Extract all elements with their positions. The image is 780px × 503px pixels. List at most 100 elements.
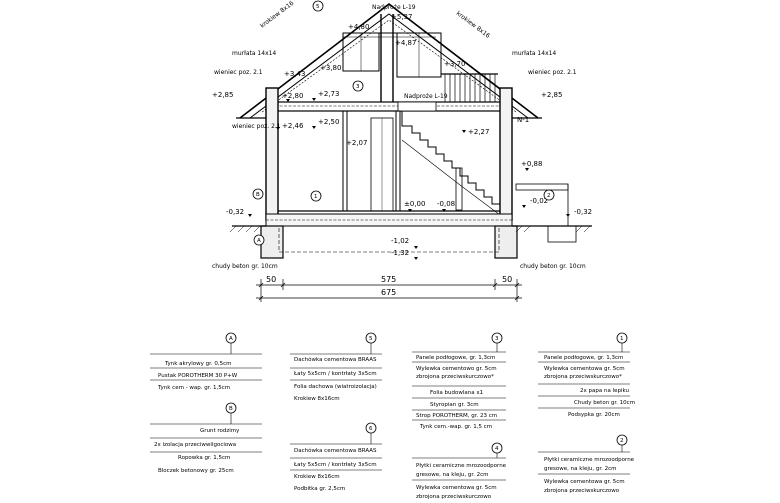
level-eave-right: +2,85 [541,91,562,99]
level-stair-mid: +2,07 [346,139,367,147]
level-top-left: +4,80 [348,23,369,31]
level-top-mid: +4,87 [395,39,416,47]
legend-mark: 1 [620,336,624,342]
label-krokiew-left: krokiew 8x16 [259,0,295,30]
label-murlata-left: murłata 14x14 [232,50,276,57]
legend-mark: 5 [369,336,373,342]
dim-675: 675 [381,288,396,297]
staircase [401,111,501,216]
legend-line: Dachówka cementowa BRAAS [294,447,377,454]
legend-item-B: B Grunt rodzimy 2x izolacja przeciwwilgo… [150,402,262,474]
legend-line: Ropowka gr. 1,5cm [178,455,230,461]
ceiling-slab [265,101,513,112]
marker-2: 2 [547,193,551,199]
legend-line: gresowe, na kleju, gr. 2cm [544,466,616,472]
level-ceiling-b: +2,73 [318,90,339,98]
level-found-a: -1,02 [391,237,409,245]
ground-hatch [229,225,591,233]
legend-line: Krokiew 8x16cm [294,396,340,402]
label-chudy-right: chudy beton gr. 10cm [520,263,586,270]
level-ceiling-c: +2,46 [282,122,304,130]
legend-line: Dachówka cementowa BRAAS [294,356,377,363]
legend-mark: 2 [620,438,624,444]
dim-575: 575 [381,275,396,284]
level-ground-left: -0,32 [226,208,244,216]
level-floor: ±0,00 [404,200,425,208]
legend-item-6: 6 Dachówka cementowa BRAAS Łaty 5x5cm / … [290,422,382,492]
legend-line: Styropian gr. 3cm [430,402,479,408]
level-ceiling-a: +2,80 [282,92,303,100]
legend-line: Folia budowlana x1 [430,390,483,396]
label-nadproze-mid: Nadproże L-19 [404,93,448,100]
legend-line: Łaty 5x5cm / kontrłaty 3x5cm [293,371,377,377]
label-nadproze-top: Nadproże L-19 [372,4,416,11]
legend-line: Bloczek betonowy gr. 25cm [158,468,234,474]
legend-item-4: 4 Płytki ceramiczne mrozoodporne gresowe… [412,442,507,500]
legend-line: Łaty 5x5cm / kontrłaty 3x5cm [293,462,377,468]
level-attic-left: +3,80 [320,64,341,72]
legend: A Tynk akrylowy gr. 0,5cm Pustak POROTHE… [150,332,635,500]
walls [265,87,513,221]
legend-item-2: 2 Płytki ceramiczne mrozoodporne gresowe… [538,434,635,494]
legend-line: Wylewka cementowa gr. 5cm [544,479,625,485]
level-found-b: -1,32 [391,249,409,257]
marker-3: 3 [356,84,360,90]
label-wieniec-mid: wieniec poz. 2.1 [232,123,281,130]
section-marker-labels: 5 3 1 2 B A [256,4,551,244]
legend-line: Podsypka gr. 20cm [568,412,620,418]
legend-line: Krokiew 8x16cm [294,474,340,480]
dim-50-right: 50 [502,275,512,284]
legend-item-5: 5 Dachówka cementowa BRAAS Łaty 5x5cm / … [290,332,382,402]
label-chudy-left: chudy beton gr. 10cm [212,263,278,270]
level-ceiling-e: +2,27 [468,128,489,136]
legend-line: Grunt rodzimy [200,428,240,434]
label-wieniec-left: wieniec poz. 2.1 [214,69,263,76]
label-wieniec-right: wieniec poz. 2.1 [528,69,577,76]
legend-item-A: A Tynk akrylowy gr. 0,5cm Pustak POROTHE… [150,332,262,391]
legend-line: zbrojona przeciwskurczowo [416,494,492,500]
marker-5: 5 [316,4,320,10]
level-floor2: -0,08 [437,200,455,208]
legend-line: Folia dachowa (wiatroizolacja) [294,384,377,390]
dimension-lines [256,279,522,302]
legend-line: Strop POROTHERM, gr. 23 cm [416,413,497,419]
marker-A: A [257,238,261,244]
level-ceiling-d: +2,50 [318,118,339,126]
level-ground-right: -0,32 [574,208,592,216]
marker-1: 1 [314,194,318,200]
legend-line: Panele podłogowe, gr. 1,3cm [544,355,623,361]
legend-item-3: 3 Panele podłogowe, gr. 1,3cm Wylewka ce… [412,332,506,430]
attic-openings [342,14,442,102]
level-markers [248,98,570,260]
legend-line: Pustak POROTHERM 30 P+W [158,373,238,379]
dim-50-left: 50 [266,275,276,284]
section-markers [252,0,555,246]
legend-line: Tynk cem - wap. gr. 1,5cm [157,385,230,391]
legend-line: Wylewka cementowa gr. 5cm [544,366,625,372]
legend-line: Wylewka cementowa gr. 5cm [416,485,497,491]
legend-line: gresowe, na kleju, gr. 2cm [416,472,488,478]
legend-line: Podbitka gr. 2,5cm [294,486,345,492]
label-krokiew-right: krokiew 8x16 [455,10,491,40]
legend-mark: 3 [495,336,499,342]
legend-item-1: 1 Panele podłogowe, gr. 1,3cm Wylewka ce… [538,332,635,418]
legend-line: Tynk cem.-wap. gr. 1,5 cm [419,424,492,430]
legend-line: 2x papa na lepiku [580,388,629,394]
floor-and-foundation [232,183,592,259]
legend-mark: A [229,336,233,342]
legend-line: Panele podłogowe, gr. 1,3cm [416,355,495,361]
legend-line: Płytki ceramiczne mrozoodporne [544,457,635,463]
legend-line: Płytki ceramiczne mrozoodporne [416,463,507,469]
marker-B: B [256,192,260,198]
level-right-ext: +0,88 [521,160,542,168]
legend-line: Chudy beton gr. 10cm [574,400,635,406]
legend-line: zbrojona przeciwskurczowo* [544,374,622,380]
level-mid-left: +3,43 [284,70,305,78]
level-attic-right: +3,70 [444,60,465,68]
legend-mark: 4 [495,446,499,452]
level-eave-left: +2,85 [212,91,233,99]
level-ridge: +5,37 [391,13,412,21]
legend-line: 2x izolacja przeciwwilgociowa [154,442,236,448]
level-right-b: -0,02 [530,197,548,205]
